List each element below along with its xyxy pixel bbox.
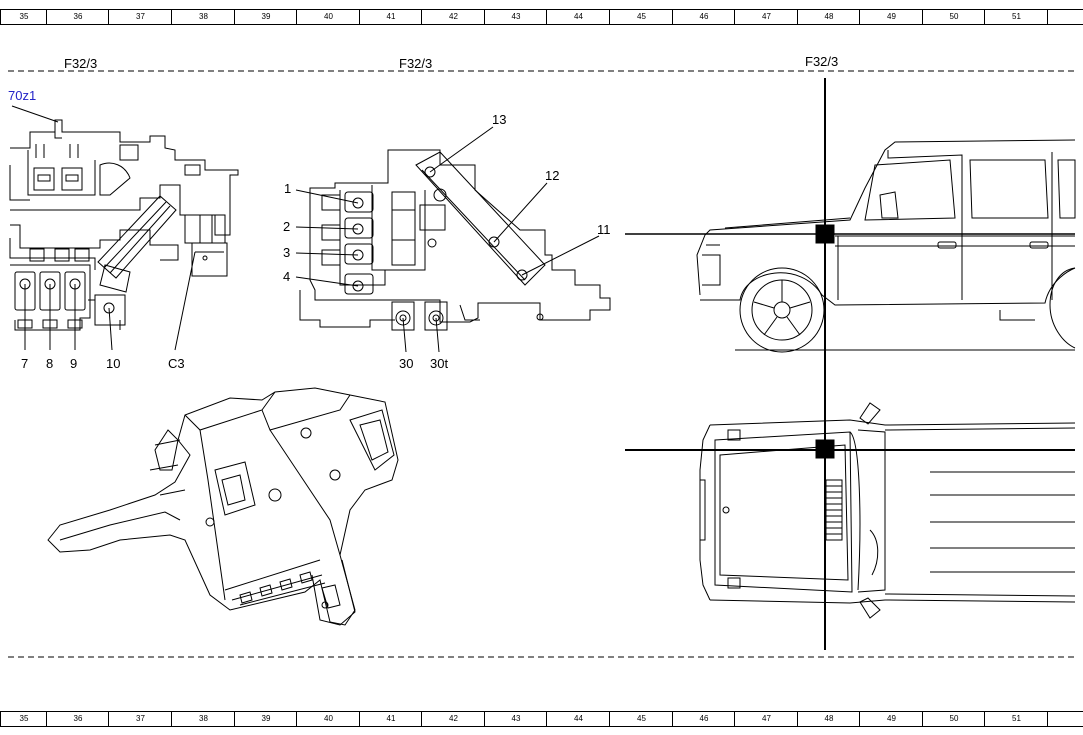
label-fuse-4: 4 <box>283 269 291 284</box>
location-marker-top <box>816 440 834 458</box>
label-fuse-13: 13 <box>492 112 507 127</box>
grid-cell: 38 <box>171 10 235 24</box>
grid-cell: 44 <box>546 10 610 24</box>
title-right: F32/3 <box>805 54 839 69</box>
label-terminal-30t: 30t <box>430 356 449 371</box>
title-left: F32/3 <box>64 56 98 71</box>
grid-cell: 36 <box>46 712 109 726</box>
grid-cell: 41 <box>359 10 422 24</box>
grid-cell: 38 <box>171 712 235 726</box>
grid-cell: 43 <box>484 712 547 726</box>
grid-cell: 35 <box>0 712 47 726</box>
grid-cell: 40 <box>296 712 360 726</box>
fuse-box-perspective-view <box>48 388 398 625</box>
label-fuse-12: 12 <box>545 168 560 183</box>
grid-cell: 43 <box>484 10 547 24</box>
grid-cell: 39 <box>234 10 297 24</box>
grid-cell: 41 <box>359 712 422 726</box>
grid-cell: 48 <box>797 10 860 24</box>
label-terminal-30: 30 <box>399 356 414 371</box>
grid-cell: 51 <box>984 10 1048 24</box>
location-marker-side <box>816 225 834 243</box>
grid-cell: 39 <box>234 712 297 726</box>
label-connector-c3: C3 <box>168 356 185 371</box>
label-fuse-1: 1 <box>284 181 292 196</box>
grid-cell: 35 <box>0 10 47 24</box>
grid-cell <box>1047 10 1083 24</box>
title-center: F32/3 <box>399 56 433 71</box>
grid-cell: 46 <box>672 712 735 726</box>
grid-cell: 51 <box>984 712 1048 726</box>
grid-ruler-top: 35 36 37 38 39 40 41 42 43 44 45 46 47 4… <box>0 9 1083 25</box>
grid-ruler-bottom: 35 36 37 38 39 40 41 42 43 44 45 46 47 4… <box>0 711 1083 727</box>
label-fuse-8: 8 <box>46 356 54 371</box>
grid-cell: 45 <box>609 712 673 726</box>
label-fuse-11: 11 <box>597 222 611 237</box>
grid-cell: 50 <box>922 712 985 726</box>
label-fuse-10: 10 <box>106 356 121 371</box>
vehicle-top-view <box>700 403 1075 618</box>
grid-cell: 40 <box>296 10 360 24</box>
fuse-box-center-view <box>296 127 610 352</box>
grid-cell: 47 <box>734 10 798 24</box>
grid-cell <box>1047 712 1083 726</box>
grid-cell: 37 <box>108 10 172 24</box>
label-fuse-3: 3 <box>283 245 291 260</box>
grid-cell: 45 <box>609 10 673 24</box>
grid-cell: 47 <box>734 712 798 726</box>
vehicle-side-view <box>697 140 1075 352</box>
grid-cell: 50 <box>922 10 985 24</box>
grid-cell: 36 <box>46 10 109 24</box>
grid-cell: 42 <box>421 10 485 24</box>
label-fuse-2: 2 <box>283 219 291 234</box>
label-fuse-9: 9 <box>70 356 78 371</box>
grid-cell: 48 <box>797 712 860 726</box>
grid-cell: 42 <box>421 712 485 726</box>
grid-cell: 37 <box>108 712 172 726</box>
grid-cell: 46 <box>672 10 735 24</box>
grid-cell: 44 <box>546 712 610 726</box>
label-fuse-7: 7 <box>21 356 29 371</box>
fuse-box-left-view <box>10 106 238 350</box>
location-crosshair <box>625 78 1075 650</box>
component-ref-link[interactable]: 70z1 <box>8 88 37 103</box>
grid-cell: 49 <box>859 712 923 726</box>
grid-cell: 49 <box>859 10 923 24</box>
